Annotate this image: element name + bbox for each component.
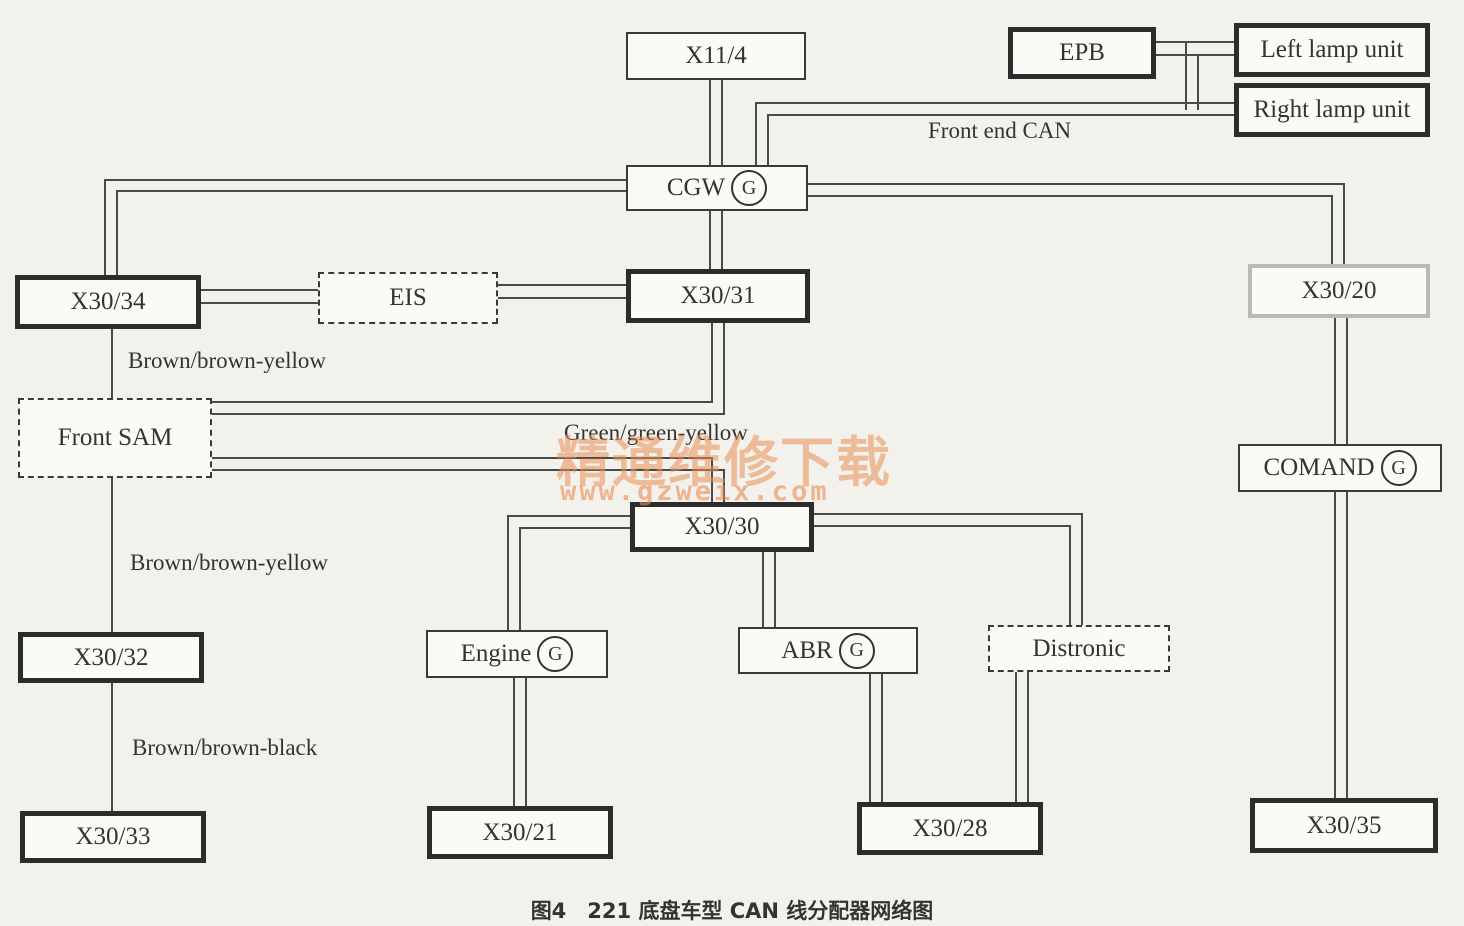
wire-x3031-sam-b bbox=[210, 322, 725, 415]
wire-sam-x3030-a bbox=[210, 457, 713, 502]
node-x30-32-label: X30/32 bbox=[73, 643, 149, 671]
gateway-g-icon: G bbox=[838, 632, 875, 669]
wire-cgw-frontcan-b bbox=[767, 114, 1236, 165]
node-x30-33: X30/33 bbox=[20, 811, 206, 863]
node-front-sam-label: Front SAM bbox=[57, 424, 173, 451]
wire-x3031-sam-a bbox=[210, 322, 713, 403]
node-right-lamp-unit: Right lamp unit bbox=[1234, 83, 1430, 137]
wire-x3030-engine-b bbox=[519, 527, 632, 630]
label-brown-yellow-lower: Brown/brown-yellow bbox=[130, 550, 329, 575]
node-engine-label: Engine bbox=[460, 640, 532, 667]
node-x11-4-label: X11/4 bbox=[685, 42, 747, 69]
node-x30-31-label: X30/31 bbox=[680, 282, 756, 309]
label-brown-yellow-upper: Brown/brown-yellow bbox=[128, 348, 327, 373]
wire-sam-x3030-b bbox=[210, 469, 725, 502]
node-x30-21-label: X30/21 bbox=[482, 818, 558, 846]
node-cgw: CGW G bbox=[626, 165, 808, 211]
node-left-lamp-unit: Left lamp unit bbox=[1234, 23, 1430, 77]
wire-cgw-frontcan-a bbox=[755, 102, 1236, 165]
gateway-g-icon: G bbox=[731, 170, 768, 206]
node-x30-21: X30/21 bbox=[427, 806, 613, 859]
wire-cgw-x3034-b bbox=[116, 190, 627, 275]
node-comand-label: COMAND bbox=[1263, 454, 1375, 481]
node-x30-20: X30/20 bbox=[1248, 264, 1430, 318]
node-x30-35: X30/35 bbox=[1250, 798, 1438, 853]
node-x30-31: X30/31 bbox=[626, 269, 810, 323]
node-x30-28: X30/28 bbox=[857, 802, 1043, 855]
node-x30-35-label: X30/35 bbox=[1306, 811, 1382, 839]
node-distronic-label: Distronic bbox=[1032, 634, 1126, 662]
label-brown-black: Brown/brown-black bbox=[132, 735, 318, 760]
node-x30-30-label: X30/30 bbox=[684, 513, 760, 540]
gateway-g-icon: G bbox=[537, 636, 574, 672]
node-x30-33-label: X30/33 bbox=[75, 823, 151, 850]
figure-caption: 图4 221 底盘车型 CAN 线分配器网络图 bbox=[530, 899, 934, 923]
node-x30-34-label: X30/34 bbox=[70, 288, 146, 315]
wire-x3030-distronic-a bbox=[812, 513, 1083, 625]
wire-cgw-x3034-a bbox=[104, 179, 627, 275]
node-comand: COMAND G bbox=[1238, 444, 1442, 492]
node-x30-28-label: X30/28 bbox=[912, 814, 988, 842]
node-x30-34: X30/34 bbox=[15, 275, 201, 329]
label-green-yellow: Green/green-yellow bbox=[564, 420, 748, 445]
watermark-chinese: 精通维修下载 bbox=[556, 431, 892, 494]
node-abr: ABR G bbox=[738, 627, 918, 674]
wire-cgw-x3020-a bbox=[808, 183, 1345, 264]
node-right-lamp-unit-label: Right lamp unit bbox=[1253, 96, 1411, 123]
node-distronic: Distronic bbox=[988, 625, 1170, 672]
node-engine: Engine G bbox=[426, 630, 608, 678]
node-x30-32: X30/32 bbox=[18, 632, 204, 683]
node-front-sam: Front SAM bbox=[18, 398, 212, 478]
wire-cgw-x3020-b bbox=[808, 195, 1333, 264]
watermark-url: www.gzweix.com bbox=[560, 476, 830, 507]
node-abr-label: ABR bbox=[781, 636, 833, 664]
node-x30-20-label: X30/20 bbox=[1301, 277, 1377, 304]
node-eis: EIS bbox=[318, 272, 498, 324]
wire-x3030-engine-a bbox=[507, 515, 632, 630]
node-cgw-label: CGW bbox=[666, 174, 726, 201]
label-front-end-can: Front end CAN bbox=[928, 118, 1072, 143]
node-eis-label: EIS bbox=[389, 284, 427, 311]
node-x11-4: X11/4 bbox=[626, 32, 806, 80]
node-left-lamp-unit-label: Left lamp unit bbox=[1260, 36, 1404, 63]
gateway-g-icon: G bbox=[1380, 450, 1417, 486]
node-x30-30: X30/30 bbox=[630, 502, 814, 552]
node-epb: EPB bbox=[1008, 27, 1156, 79]
wire-x3030-distronic-b bbox=[812, 525, 1071, 625]
node-epb-label: EPB bbox=[1059, 39, 1105, 66]
